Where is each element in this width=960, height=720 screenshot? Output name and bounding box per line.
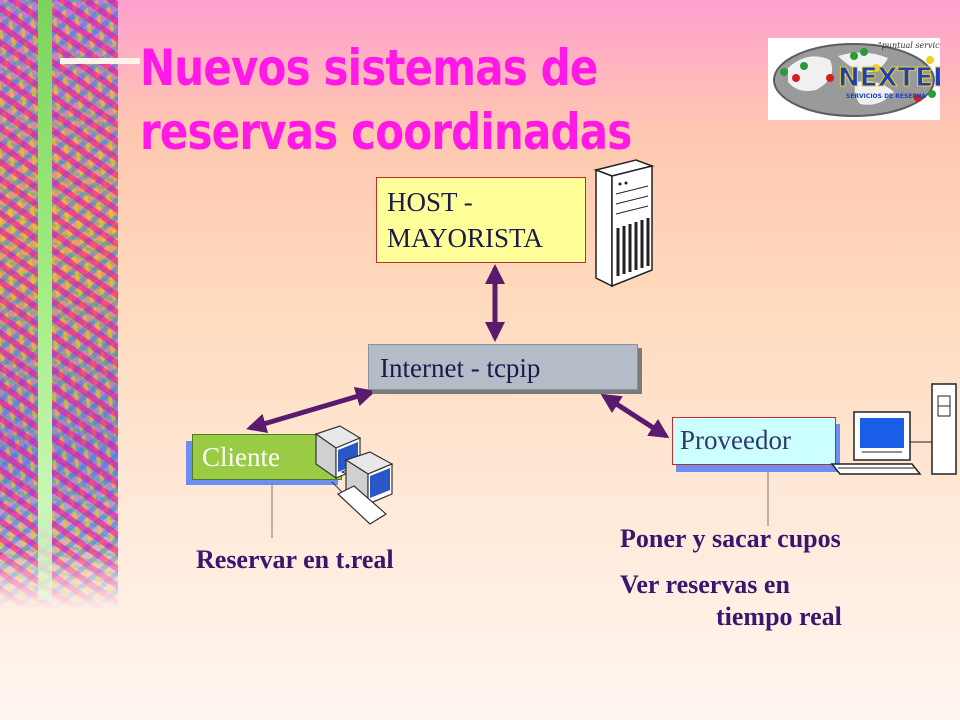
decorative-side-strip (0, 0, 118, 610)
logo-subtitle: SERVICIOS DE RESERVA (846, 93, 926, 100)
cliente-label: Cliente (202, 442, 280, 472)
title-rule (60, 58, 140, 64)
host-mayorista-box: HOST - MAYORISTA (376, 177, 586, 263)
internet-proveedor-arrow (600, 393, 670, 439)
slide-title-line2: reservas coordinadas (140, 103, 632, 161)
proveedor-note-reservas-line2: tiempo real (716, 602, 842, 631)
server-tower-icon (586, 158, 662, 293)
proveedor-label: Proveedor (680, 425, 791, 455)
proveedor-note-reservas-line1: Ver reservas en (620, 570, 790, 599)
host-label-line1: HOST - (387, 187, 473, 217)
slide-title-line1: Nuevos sistemas de (140, 39, 598, 97)
desktop-computer-icon (828, 382, 960, 483)
proveedor-box: Proveedor (672, 417, 836, 465)
host-label-line2: MAYORISTA (387, 223, 543, 253)
cliente-note: Reservar en t.real (196, 545, 394, 574)
nextel-logo: "puntual service" NEXTEL SERVICIOS DE RE… (768, 38, 940, 120)
slide-title: Nuevos sistemas de reservas coordinadas (140, 36, 632, 164)
green-accent-bar (38, 0, 52, 600)
internet-tcpip-box: Internet - tcpip (368, 344, 638, 390)
internet-cliente-arrow (246, 386, 376, 434)
internet-label: Internet - tcpip (380, 353, 541, 383)
networked-computers-icon (312, 424, 396, 533)
logo-tagline: "puntual service" (878, 41, 940, 50)
proveedor-note-cupos: Poner y sacar cupos (620, 524, 841, 553)
logo-brand: NEXTEL (838, 63, 940, 93)
